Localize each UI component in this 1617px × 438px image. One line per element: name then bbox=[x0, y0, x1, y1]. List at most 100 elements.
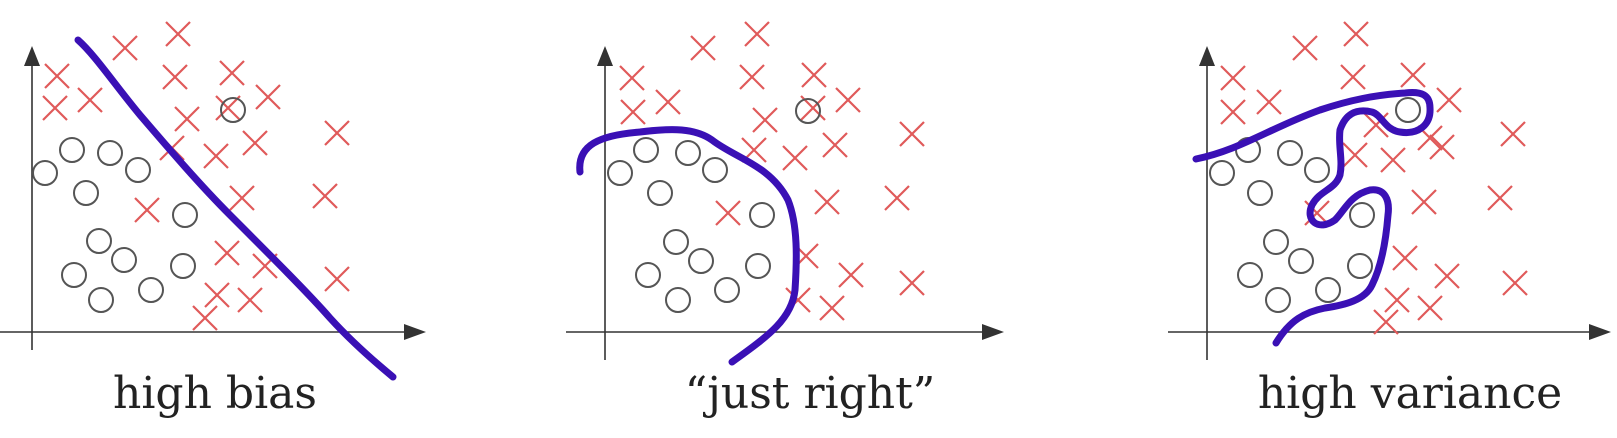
cross-marker bbox=[655, 89, 681, 115]
cross-marker bbox=[44, 63, 70, 89]
circle-marker bbox=[97, 140, 123, 166]
circle-marker bbox=[59, 137, 85, 163]
cross-marker bbox=[822, 132, 848, 158]
circle-marker bbox=[607, 160, 633, 186]
cross-marker bbox=[1342, 142, 1368, 168]
cross-marker bbox=[814, 189, 840, 215]
cross-marker bbox=[112, 35, 138, 61]
panel-just-right: “just right” bbox=[566, 21, 1004, 419]
circle-marker bbox=[88, 287, 114, 313]
cross-marker bbox=[1292, 35, 1318, 61]
circle-marker bbox=[795, 98, 821, 124]
circle-marker bbox=[111, 247, 137, 273]
cross-marker bbox=[214, 240, 240, 266]
crosses bbox=[1220, 21, 1528, 335]
cross-marker bbox=[819, 295, 845, 321]
circles bbox=[607, 98, 821, 313]
circle-marker bbox=[170, 253, 196, 279]
caption-just-right: “just right” bbox=[685, 368, 936, 419]
x-axis-arrow bbox=[404, 324, 426, 340]
cross-marker bbox=[801, 62, 827, 88]
cross-marker bbox=[203, 143, 229, 169]
caption-high-variance: high variance bbox=[1258, 368, 1562, 419]
cross-marker bbox=[744, 21, 770, 47]
cross-marker bbox=[884, 185, 910, 211]
panel-high-bias: high bias bbox=[0, 21, 426, 419]
cross-marker bbox=[312, 183, 338, 209]
cross-marker bbox=[619, 65, 645, 91]
circle-marker bbox=[220, 97, 246, 123]
decision-boundary-wiggly bbox=[1192, 89, 1434, 347]
cross-marker bbox=[215, 95, 241, 121]
cross-marker bbox=[835, 87, 861, 113]
circle-marker bbox=[1288, 248, 1314, 274]
cross-marker bbox=[77, 87, 103, 113]
y-axis-arrow bbox=[24, 46, 40, 66]
cross-marker bbox=[838, 262, 864, 288]
cross-marker bbox=[1417, 295, 1443, 321]
circle-marker bbox=[663, 229, 689, 255]
circle-marker bbox=[73, 180, 99, 206]
cross-marker bbox=[255, 84, 281, 110]
cross-marker bbox=[899, 121, 925, 147]
cross-marker bbox=[782, 145, 808, 171]
cross-marker bbox=[174, 106, 200, 132]
circle-marker bbox=[32, 160, 58, 186]
circle-marker bbox=[688, 248, 714, 274]
circle-marker bbox=[635, 262, 661, 288]
decision-boundary-curve bbox=[576, 126, 800, 366]
cross-marker bbox=[1436, 87, 1462, 113]
circle-marker bbox=[675, 140, 701, 166]
cross-marker bbox=[1380, 147, 1406, 173]
cross-marker bbox=[899, 270, 925, 296]
cross-marker bbox=[1487, 185, 1513, 211]
circle-marker bbox=[1395, 97, 1421, 123]
cross-marker bbox=[204, 282, 230, 308]
axes bbox=[0, 46, 426, 350]
cross-marker bbox=[1340, 64, 1366, 90]
axes bbox=[1168, 46, 1611, 360]
cross-marker bbox=[1392, 245, 1418, 271]
circle-marker bbox=[172, 202, 198, 228]
circle-marker bbox=[125, 157, 151, 183]
cross-marker bbox=[1373, 309, 1399, 335]
circle-marker bbox=[714, 277, 740, 303]
crosses bbox=[42, 21, 350, 331]
circle-marker bbox=[1349, 202, 1375, 228]
circle-marker bbox=[1265, 287, 1291, 313]
x-axis-arrow bbox=[1589, 324, 1611, 340]
cross-marker bbox=[324, 120, 350, 146]
cross-marker bbox=[1256, 89, 1282, 115]
circle-marker bbox=[1237, 262, 1263, 288]
circle-marker bbox=[1263, 229, 1289, 255]
circle-marker bbox=[1247, 180, 1273, 206]
cross-marker bbox=[739, 64, 765, 90]
cross-marker bbox=[192, 305, 218, 331]
cross-marker bbox=[1220, 99, 1246, 125]
circle-marker bbox=[1315, 277, 1341, 303]
cross-marker bbox=[162, 64, 188, 90]
circle-marker bbox=[138, 277, 164, 303]
circle-marker bbox=[86, 228, 112, 254]
axes bbox=[566, 46, 1004, 360]
circle-marker bbox=[745, 253, 771, 279]
circle-marker bbox=[647, 180, 673, 206]
cross-marker bbox=[715, 200, 741, 226]
cross-marker bbox=[1411, 189, 1437, 215]
caption-high-bias: high bias bbox=[113, 368, 317, 419]
decision-boundary-line bbox=[74, 36, 397, 381]
cross-marker bbox=[219, 60, 245, 86]
circle-marker bbox=[749, 202, 775, 228]
cross-marker bbox=[1500, 121, 1526, 147]
cross-marker bbox=[690, 35, 716, 61]
panel-high-variance: high variance bbox=[1168, 21, 1611, 419]
x-axis-arrow bbox=[982, 324, 1004, 340]
circle-marker bbox=[665, 287, 691, 313]
y-axis-arrow bbox=[1199, 46, 1215, 66]
circle-marker bbox=[61, 262, 87, 288]
circle-marker bbox=[1209, 160, 1235, 186]
cross-marker bbox=[42, 95, 68, 121]
circle-marker bbox=[1277, 140, 1303, 166]
cross-marker bbox=[1343, 21, 1369, 47]
